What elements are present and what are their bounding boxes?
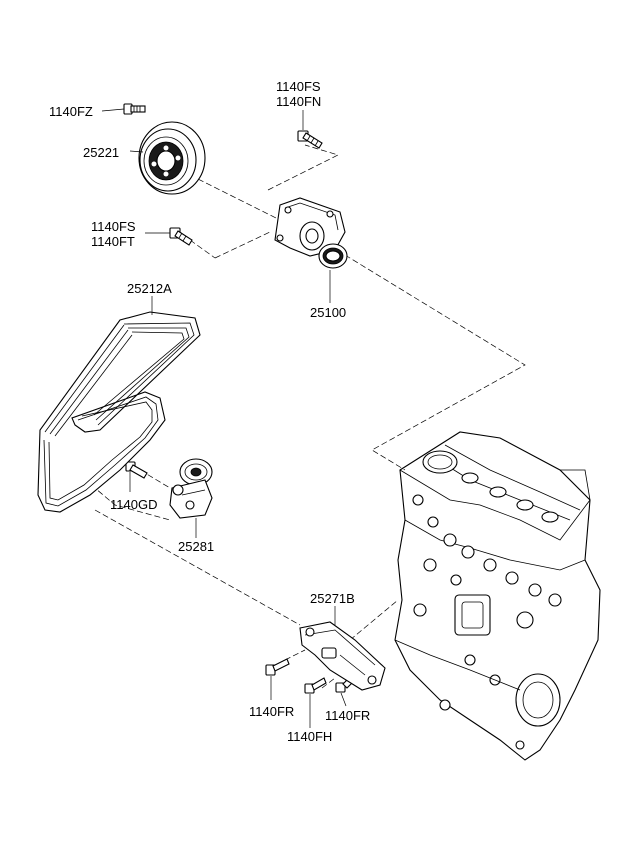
part-labels: 1140FZ 25221 1140FS 1140FN 1140FS 1140FT… xyxy=(49,79,370,744)
label-25212a: 25212A xyxy=(127,281,172,296)
bolt-1140fs-mid xyxy=(169,227,193,246)
label-1140fr-left: 1140FR xyxy=(249,704,294,719)
label-25281: 25281 xyxy=(178,539,214,554)
label-25100: 25100 xyxy=(310,305,346,320)
label-1140fn: 1140FN xyxy=(276,94,321,109)
bolt-1140fr-left xyxy=(265,658,290,676)
label-1140fz: 1140FZ xyxy=(49,104,93,119)
water-pump-25100 xyxy=(274,197,348,269)
bolt-1140gd xyxy=(125,461,148,479)
belt-25212a xyxy=(37,311,201,513)
label-1140ft: 1140FT xyxy=(91,234,135,249)
bolt-1140fs-top xyxy=(297,130,323,149)
bolt-1140fz xyxy=(123,103,146,115)
bolt-1140fh xyxy=(304,677,327,694)
label-1140fr-right: 1140FR xyxy=(325,708,370,723)
label-25271b: 25271B xyxy=(310,591,355,606)
tensioner-25281 xyxy=(169,458,213,519)
label-1140fs-mid: 1140FS xyxy=(91,219,136,234)
label-1140fs-top: 1140FS xyxy=(276,79,321,94)
label-1140fh: 1140FH xyxy=(287,729,332,744)
pulley-25221 xyxy=(138,121,206,195)
bracket-25271b xyxy=(299,621,386,691)
engine-block xyxy=(394,431,601,761)
label-1140gd: 1140GD xyxy=(110,497,157,512)
label-25221: 25221 xyxy=(83,145,119,160)
leader-lines xyxy=(101,108,347,728)
